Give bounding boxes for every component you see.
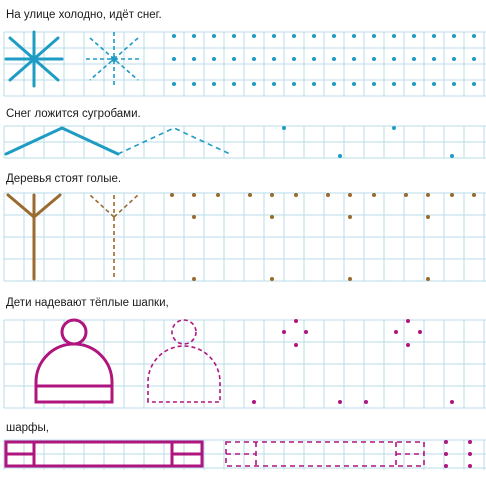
caption-scarves: шарфы,	[6, 422, 49, 434]
tree-tracing-row	[3, 192, 486, 282]
hat-dots	[252, 319, 454, 404]
drift-dots	[282, 126, 454, 158]
snowflake-tracing-row	[3, 30, 486, 97]
caption-drifts: Снег ложится сугробами.	[6, 108, 141, 120]
snowflake-dots	[172, 34, 476, 86]
drift-dashed	[117, 127, 231, 155]
drift-solid	[4, 126, 120, 156]
scarf-solid	[4, 440, 204, 468]
hat-solid	[34, 318, 114, 404]
hat-dashed	[147, 319, 221, 403]
scarf-dashed	[225, 441, 425, 467]
drift-tracing-row	[3, 125, 486, 159]
caption-trees: Деревья стоят голые.	[6, 173, 122, 185]
snowflake-center-dot	[111, 56, 117, 62]
hat-tracing-row	[3, 318, 486, 409]
snowflake-grid	[3, 31, 486, 97]
caption-hats: Дети надевают тёплые шапки,	[6, 297, 169, 309]
snowflake-solid	[4, 30, 64, 88]
tree-grid	[3, 192, 486, 282]
tree-dots	[170, 193, 476, 281]
caption-snow: На улице холодно, идёт снег.	[6, 9, 162, 21]
scarf-tracing-row	[3, 439, 486, 470]
tree-dashed	[89, 194, 139, 279]
scarf-dots	[444, 440, 472, 468]
tree-solid	[6, 193, 62, 281]
drift-grid	[3, 125, 486, 159]
